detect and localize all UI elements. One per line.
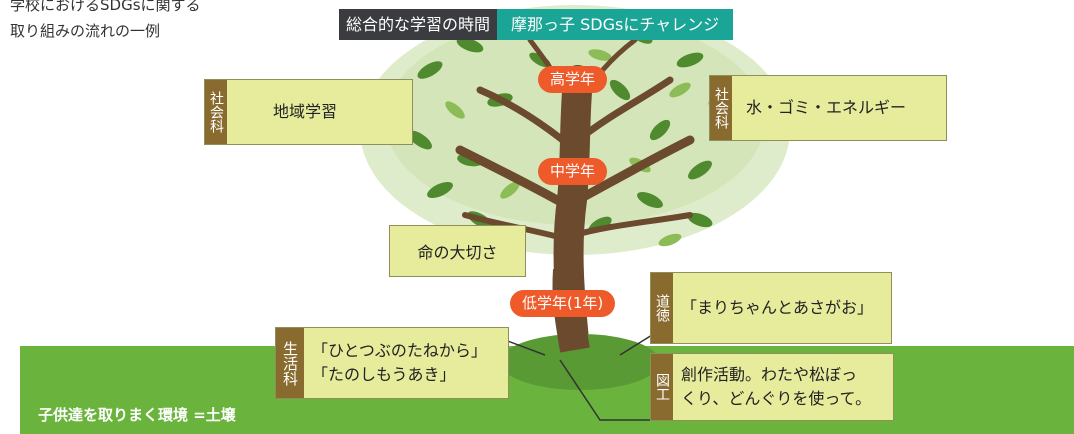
box-value-of-life: 命の大切さ — [389, 225, 526, 277]
regional-study-text: 地域学習 — [273, 102, 338, 121]
grade-low: 低学年(1年) — [510, 290, 616, 317]
water-waste-energy-text: 水・ゴミ・エネルギー — [746, 98, 907, 117]
tag-arts-crafts: 図工 — [651, 354, 673, 420]
living-line-2: 「たのしもうあき」 — [312, 365, 456, 384]
living-line-1: 「ひとつぶのたねから」 — [312, 341, 487, 360]
box-arts-crafts: 図工 創作活動。わたや松ぼっ くり、どんぐりを使って。 — [650, 353, 894, 421]
program-header: 総合的な学習の時間 摩那っ子 SDGsにチャレンジ — [339, 9, 734, 40]
intro-text: 学校におけるSDGsに関する 取り組みの流れの一例 — [10, 0, 201, 44]
tag-moral: 道徳 — [651, 273, 673, 343]
value-of-life-text: 命の大切さ — [417, 243, 498, 262]
living-studies-text: 「ひとつぶのたねから」 「たのしもうあき」 — [304, 339, 501, 387]
grade-high: 高学年 — [538, 66, 608, 93]
box-water-waste-energy: 社会科 水・ゴミ・エネルギー — [709, 75, 947, 141]
arts-crafts-text: 創作活動。わたや松ぼっ くり、どんぐりを使って。 — [673, 363, 885, 411]
intro-line-2: 取り組みの流れの一例 — [10, 22, 161, 40]
tag-living-studies: 生活科 — [276, 328, 304, 398]
tag-social-studies: 社会科 — [205, 80, 227, 144]
box-regional-study: 社会科 地域学習 — [204, 79, 413, 145]
intro-line-1: 学校におけるSDGsに関する — [10, 0, 201, 14]
box-living-studies: 生活科 「ひとつぶのたねから」 「たのしもうあき」 — [275, 327, 509, 399]
art-line-2: くり、どんぐりを使って。 — [681, 389, 872, 408]
box-moral-education: 道徳 「まりちゃんとあさがお」 — [650, 272, 892, 344]
moral-text: 「まりちゃんとあさがお」 — [681, 298, 874, 317]
ground-label: 子供達を取りまく環境 =土壌 — [38, 406, 236, 424]
grade-middle: 中学年 — [538, 158, 608, 185]
header-integrated-study: 総合的な学習の時間 — [339, 9, 498, 40]
header-sdgs-challenge: 摩那っ子 SDGsにチャレンジ — [497, 9, 734, 40]
tag-social-studies: 社会科 — [710, 76, 732, 140]
art-line-1: 創作活動。わたや松ぼっ — [681, 365, 858, 384]
